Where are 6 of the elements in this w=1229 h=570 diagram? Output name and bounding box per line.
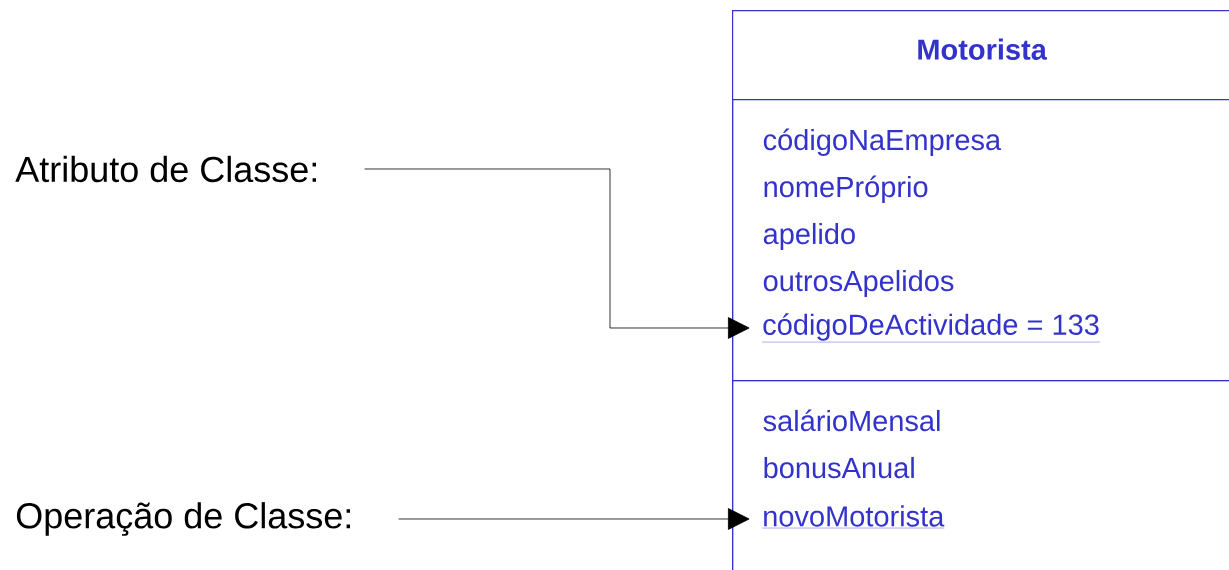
side-label: Operação de Classe: [16, 502, 350, 536]
side-label: Atributo de Classe: [15, 155, 316, 183]
arrow [364, 168, 750, 339]
class-member: novoMotorista [762, 505, 945, 529]
class-member: códigoDeActividade = 133 [762, 313, 1101, 343]
arrow [398, 508, 750, 530]
